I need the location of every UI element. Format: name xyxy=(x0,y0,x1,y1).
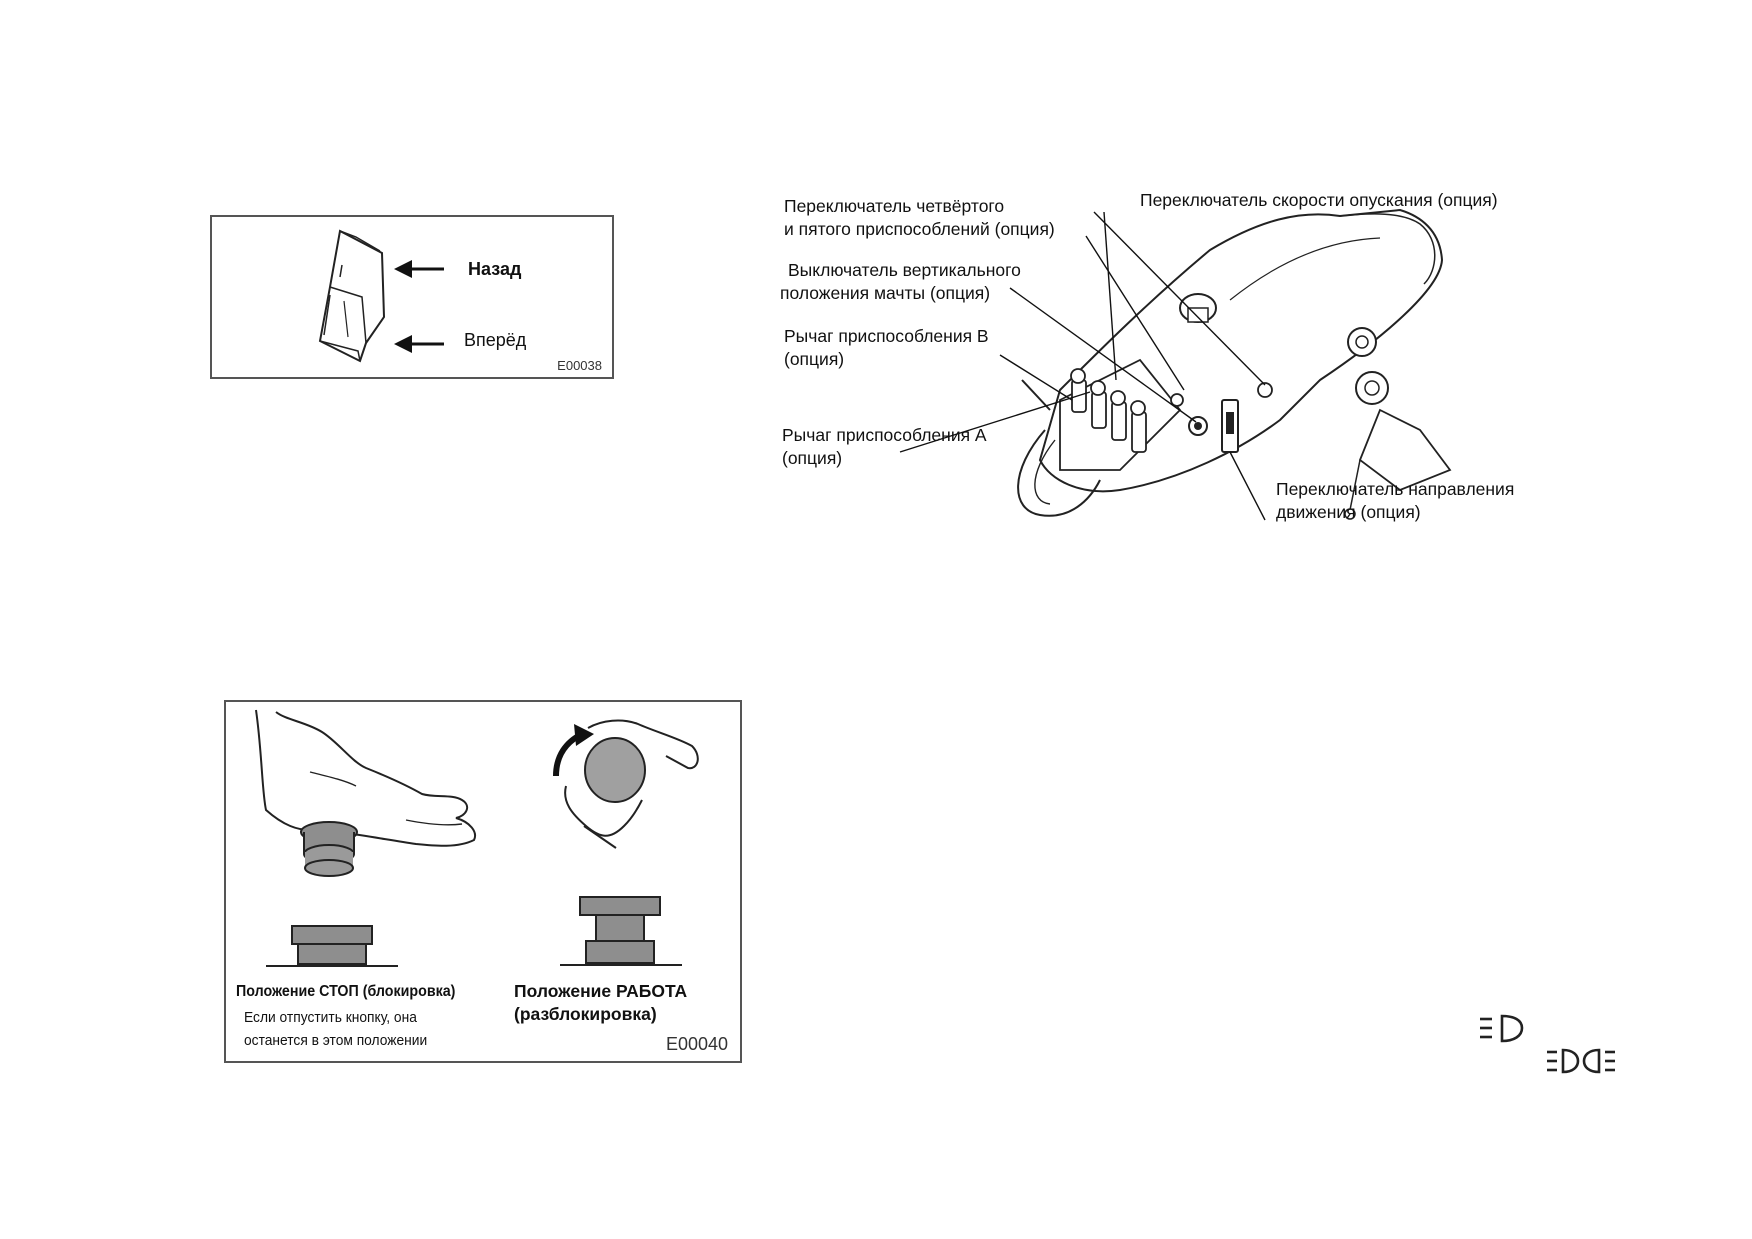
run-position-title-1: Положение РАБОТА xyxy=(514,981,688,1001)
label-mast-switch-1: Выключатель вертикального xyxy=(788,260,1021,280)
back-label: Назад xyxy=(468,259,522,279)
label-lever-a-2: (опция) xyxy=(782,448,843,468)
label-direction-switch-1: Переключатель направления xyxy=(1276,479,1515,499)
console-drawing xyxy=(899,208,1452,521)
label-lever-b-1: Рычаг приспособления В xyxy=(784,326,989,346)
lever-drawing xyxy=(318,229,444,363)
position-light-icon xyxy=(1545,1048,1617,1076)
label-lever-a-1: Рычаг приспособления А xyxy=(782,425,987,445)
stop-position-note-1: Если отпустить кнопку, она xyxy=(244,1009,417,1026)
stop-position-note-2: останется в этом положении xyxy=(244,1032,428,1049)
back-arrow xyxy=(394,260,444,278)
figure-direction-lever: Назад Вперёд E00038 xyxy=(210,215,614,379)
forward-label: Вперёд xyxy=(464,330,527,350)
run-position-title-2: (разблокировка) xyxy=(514,1004,657,1024)
figure-code: E00038 xyxy=(557,358,602,373)
stop-position-title: Положение СТОП (блокировка) xyxy=(236,983,456,1000)
figure-console: Переключатель четвёртого и пятого приспо… xyxy=(760,180,1580,540)
label-fourth-fifth-switch-1: Переключатель четвёртого xyxy=(784,196,1005,216)
figure-emergency-stop: Положение СТОП (блокировка) Если отпусти… xyxy=(224,700,742,1063)
stop-button-drawing xyxy=(255,709,699,967)
label-lever-b-2: (опция) xyxy=(784,349,845,369)
forward-arrow xyxy=(394,335,444,353)
headlight-icon xyxy=(1478,1014,1526,1044)
label-direction-switch-2: движения (опция) xyxy=(1276,502,1421,522)
label-fourth-fifth-switch-2: и пятого приспособлений (опция) xyxy=(784,219,1055,239)
figure-code: E00040 xyxy=(665,1034,728,1054)
label-mast-switch-2: положения мачты (опция) xyxy=(780,283,991,303)
label-lowering-speed-switch: Переключатель скорости опускания (опция) xyxy=(1140,190,1498,210)
